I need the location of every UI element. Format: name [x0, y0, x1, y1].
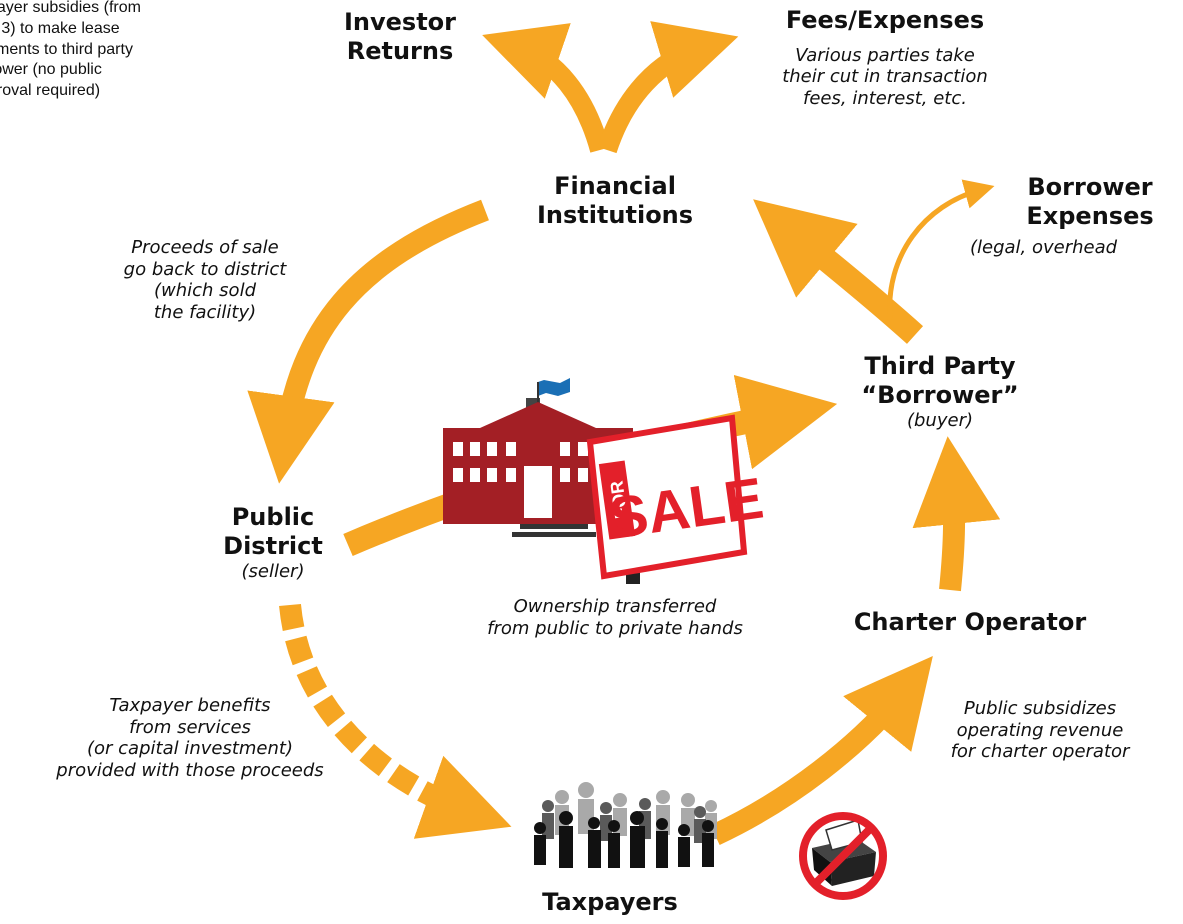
arrow-to-fees — [597, 21, 739, 154]
for-sale-sign-icon: FOR SALE — [586, 414, 767, 584]
taxpayer-benefits-note: Taxpayer benefits from services (or capi… — [56, 695, 324, 781]
borrower-expenses-note: (legal, overhead — [970, 237, 1118, 258]
financial-institutions-label: Financial Institutions — [536, 172, 694, 229]
taxpayers-crowd-icon — [534, 782, 717, 868]
third-party-borrower-block: Third Party “Borrower” (buyer) — [825, 352, 1055, 431]
charter-operator-label: Charter Operator — [853, 608, 1087, 636]
proceeds-note: Proceeds of sale go back to district (wh… — [123, 237, 287, 323]
borrower-expenses-block: Borrower Expenses (legal, overhead — [970, 173, 1183, 258]
public-district-role: (seller) — [241, 560, 305, 582]
investor-returns-label: Investor Returns — [300, 8, 500, 66]
arrow-to-borrower-expenses — [887, 179, 995, 321]
arrow-district-to-taxpayers — [279, 603, 512, 839]
arrow-to-investor-returns — [482, 23, 610, 153]
arrow-borrower-to-institutions — [753, 199, 924, 344]
fees-expenses-note: Various parties take their cut in transa… — [782, 44, 988, 109]
third-party-borrower-title: Third Party “Borrower” — [861, 352, 1019, 409]
top-left-note-text: payer subsidies (from o 3) to make lease… — [0, 0, 141, 100]
borrower-expenses-title: Borrower Expenses — [1026, 173, 1154, 230]
third-party-borrower-role: (buyer) — [906, 409, 973, 431]
subsidizes-note: Public subsidizes operating revenue for … — [950, 698, 1130, 763]
arrow-charter-to-borrower — [912, 436, 1001, 592]
no-public-vote-icon — [799, 812, 887, 900]
ownership-note: Ownership transferred from public to pri… — [487, 596, 743, 639]
arrow-institutions-to-district — [247, 199, 489, 484]
investor-returns-text: Investor Returns — [343, 8, 457, 65]
arrow-taxpayers-to-charter — [710, 655, 933, 845]
public-district-title: Public District — [223, 503, 323, 560]
fees-expenses-title: Fees/Expenses — [785, 6, 985, 34]
top-left-note: payer subsidies (from o 3) to make lease… — [0, 0, 218, 102]
fees-expenses-block: Fees/Expenses Various parties take their… — [720, 6, 1050, 110]
taxpayers-label: Taxpayers — [542, 888, 678, 916]
public-district-block: Public District (seller) — [188, 503, 358, 582]
